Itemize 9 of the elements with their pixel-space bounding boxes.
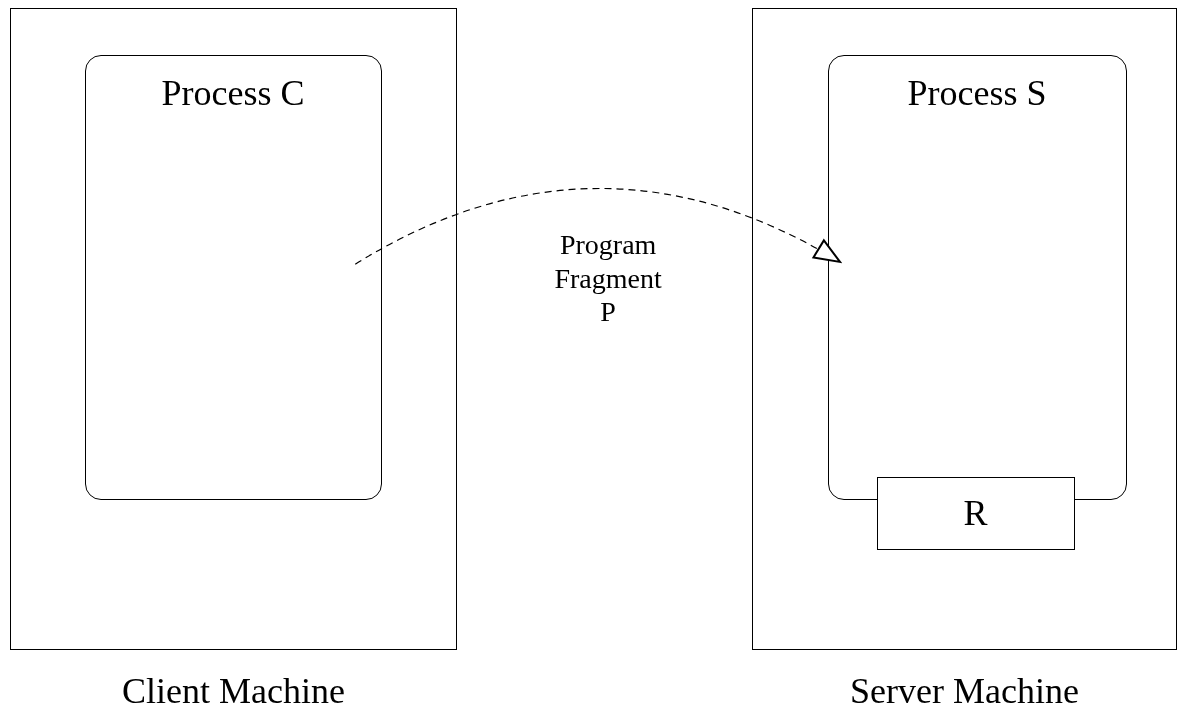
process-box: [84, 54, 382, 500]
dashed-arrow: [354, 187, 841, 265]
process-title: Process C: [160, 71, 306, 114]
resource-label: R: [963, 492, 988, 534]
process-box: [827, 54, 1127, 500]
resource-box: [876, 476, 1075, 550]
machine-label: Client Machine: [122, 670, 345, 712]
machine-label: Server Machine: [850, 670, 1079, 712]
process-title: Process S: [906, 71, 1048, 114]
